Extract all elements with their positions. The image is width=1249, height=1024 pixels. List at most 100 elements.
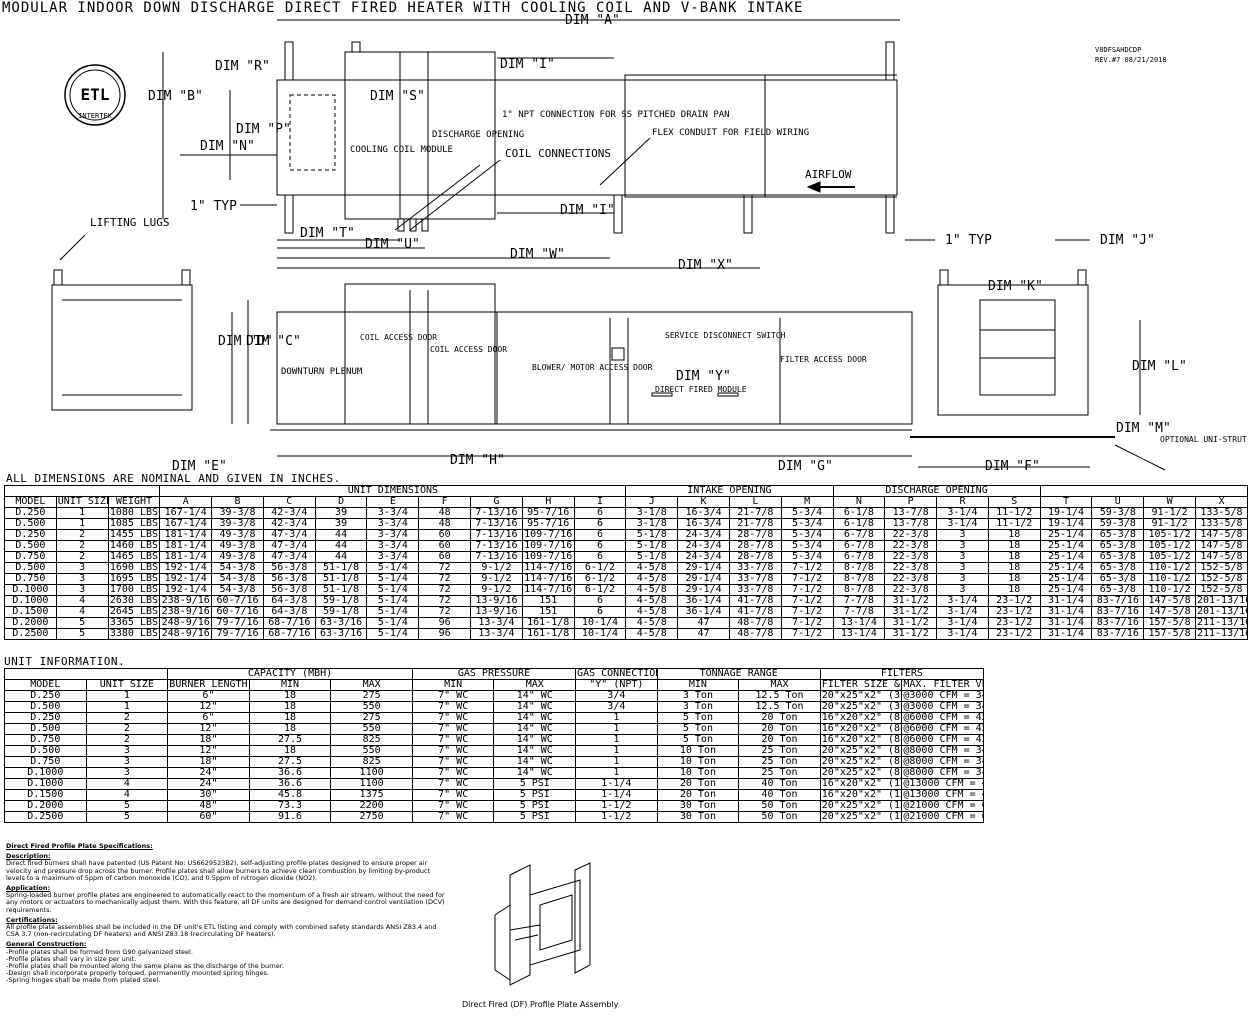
column-header: T <box>1039 496 1093 508</box>
table-cell: 3/4 <box>575 690 658 702</box>
column-header: MAX <box>738 679 821 691</box>
table-cell: 1695 LBS <box>107 573 161 585</box>
column-header: MIN <box>248 679 332 691</box>
table-cell: 2750 <box>330 811 413 823</box>
table-cell: 1 <box>575 712 658 724</box>
table-cell: 248-9/16 <box>159 628 213 640</box>
column-header: FILTER SIZE & QTY <box>819 679 903 691</box>
table-cell: 22-3/8 <box>884 540 938 552</box>
table-cell: 48 <box>418 518 472 530</box>
table-cell: 5-1/8 <box>625 551 679 563</box>
label-npt-connection: 1" NPT CONNECTION FOR SS PITCHED DRAIN P… <box>502 110 730 120</box>
table-cell: 181-1/4 <box>159 529 213 541</box>
table-cell: 48" <box>167 800 250 812</box>
table-cell: 109-7/16 <box>521 529 575 541</box>
table-cell: 14" WC <box>493 690 577 702</box>
table-cell: 3-3/4 <box>366 529 420 541</box>
label-dim-p: DIM "P" <box>236 122 291 137</box>
table-cell: 4-5/8 <box>625 628 679 640</box>
table-cell: 4 <box>85 789 169 801</box>
table-cell: 167-1/4 <box>159 507 213 519</box>
table-cell: 7-1/2 <box>780 595 834 607</box>
table-cell: 24" <box>167 778 250 790</box>
table-cell: D.1000 <box>4 584 57 596</box>
table-cell: 3 <box>936 529 989 541</box>
table-cell: 79-7/16 <box>211 617 264 629</box>
table-cell: 5 PSI <box>493 778 577 790</box>
table-cell: 1465 LBS <box>107 551 161 563</box>
table-cell: 192-1/4 <box>159 584 213 596</box>
column-header: F <box>418 496 472 508</box>
table-cell: 28-7/8 <box>728 551 782 563</box>
label-cooling-coil-module: COOLING COIL MODULE <box>350 145 453 155</box>
table-cell: 1 <box>575 723 658 735</box>
table-cell: 5-1/8 <box>625 529 679 541</box>
column-header: J <box>625 496 679 508</box>
top-view-intake-hood <box>624 74 766 198</box>
table-cell: 6-1/8 <box>832 518 886 530</box>
table-cell: 550 <box>330 723 413 735</box>
table-cell: 47 <box>677 617 730 629</box>
table-cell: 10 Ton <box>656 756 740 768</box>
column-header: MODEL <box>4 496 57 508</box>
table-cell: 11-1/2 <box>987 518 1041 530</box>
table-cell: 6-1/8 <box>832 507 886 519</box>
table-cell: 7-13/16 <box>470 518 523 530</box>
column-header: UNIT SIZE <box>85 679 169 691</box>
table-cell: 16-3/4 <box>677 518 730 530</box>
table-cell: 3-1/4 <box>936 628 989 640</box>
table-cell: 31-1/2 <box>884 628 938 640</box>
table-cell: D.500 <box>4 540 57 552</box>
specs-general-4: -Design shall incorporate properly torqu… <box>6 969 269 978</box>
label-dim-g: DIM "G" <box>778 459 833 474</box>
table-cell: 1-1/4 <box>575 778 658 790</box>
table-cell: 3 <box>85 745 169 757</box>
table-cell: 47-3/4 <box>262 529 316 541</box>
column-header: A <box>159 496 213 508</box>
table-cell: 23-1/2 <box>987 617 1041 629</box>
table-cell: 1085 LBS <box>107 518 161 530</box>
table-cell: 49-3/8 <box>211 540 264 552</box>
table-cell: 157-5/8 <box>1143 617 1196 629</box>
table-cell: 83-7/16 <box>1091 606 1145 618</box>
table-cell: 64-3/8 <box>262 595 316 607</box>
table-cell: 7-1/2 <box>780 573 834 585</box>
specs-general-1: -Profile plates shall be formed from G90… <box>6 947 193 956</box>
table-cell: 7-7/8 <box>832 595 886 607</box>
table-cell: 91-1/2 <box>1143 518 1196 530</box>
label-blower-motor-door: BLOWER/ MOTOR ACCESS DOOR <box>532 363 653 372</box>
table-cell: 201-13/16 <box>1194 606 1249 618</box>
table-cell: 54-3/8 <box>211 562 264 574</box>
logo-subtext: INTERTEK <box>78 112 113 120</box>
table-cell: 10-1/4 <box>573 617 627 629</box>
specs-description: Direct fired burners shall have patented… <box>6 859 431 882</box>
table-cell: 42-3/4 <box>262 507 316 519</box>
table-cell: 50 Ton <box>738 811 821 823</box>
table-cell: D.500 <box>4 518 57 530</box>
table-cell: D.1000 <box>4 767 87 779</box>
table-cell: 7-1/2 <box>780 617 834 629</box>
table-cell: 25-1/4 <box>1039 529 1093 541</box>
table-cell: 8-7/8 <box>832 562 886 574</box>
table-cell: @21000 CFM = 609 FPM <box>901 800 984 812</box>
column-header: MAX <box>493 679 577 691</box>
table-cell: 72 <box>418 606 472 618</box>
label-service-switch: SERVICE DISCONNECT SWITCH <box>665 331 786 340</box>
table-cell: @3000 CFM = 348 FPM <box>901 690 984 702</box>
table-cell: 14" WC <box>493 756 577 768</box>
table-cell: @6000 CFM = 428 FPM <box>901 723 984 735</box>
table-cell: 6-7/8 <box>832 551 886 563</box>
table-cell: 3 <box>936 562 989 574</box>
table-cell: 6-1/2 <box>573 584 627 596</box>
table-cell: 14" WC <box>493 734 577 746</box>
label-dim-x: DIM "X" <box>678 258 733 273</box>
table-cell: 105-1/2 <box>1143 529 1196 541</box>
table-cell: 39 <box>314 518 368 530</box>
table-cell: 13-3/4 <box>470 628 523 640</box>
